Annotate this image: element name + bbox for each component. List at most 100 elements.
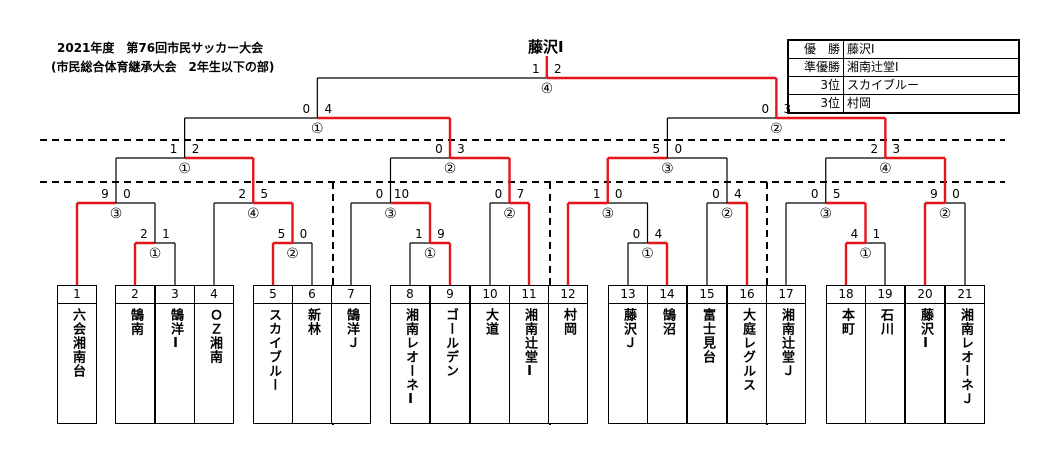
team-number: 4 <box>195 286 233 304</box>
score-right: 2 <box>192 142 200 156</box>
score-left: 0 <box>633 227 641 241</box>
team-number: 19 <box>866 286 904 304</box>
score-left: 0 <box>376 187 384 201</box>
match-number: ② <box>939 206 952 222</box>
score-right: 3 <box>893 142 901 156</box>
team-name: 大庭レグルス <box>740 308 755 392</box>
score-left: 9 <box>101 187 109 201</box>
score-left: 0 <box>712 187 720 201</box>
match-number: ② <box>721 206 734 222</box>
team-name: 藤沢Ｊ <box>621 308 636 350</box>
team-name: 鵠南 <box>128 308 143 336</box>
team-box: 5 スカイブルー <box>253 285 293 424</box>
team-number: 15 <box>688 286 726 304</box>
team-number: 7 <box>332 286 370 304</box>
team-number: 18 <box>827 286 865 304</box>
team-name: スカイブルー <box>266 308 281 392</box>
score-left: 5 <box>653 142 661 156</box>
team-name: 新林 <box>305 308 320 336</box>
score-left: 1 <box>170 142 178 156</box>
score-left: 0 <box>811 187 819 201</box>
match-number: ② <box>286 246 299 262</box>
match-number: ③ <box>661 161 674 177</box>
score-right: 5 <box>260 187 268 201</box>
score-right: 1 <box>162 227 170 241</box>
score-right: 3 <box>784 102 792 116</box>
team-number: 3 <box>156 286 194 304</box>
score-left: 9 <box>930 187 938 201</box>
match-number: ③ <box>110 206 123 222</box>
results-team: スカイブルー <box>843 76 1020 95</box>
team-number: 5 <box>254 286 292 304</box>
results-team: 村岡 <box>843 94 1020 114</box>
team-box: 3 鵠洋Ⅰ <box>155 285 195 424</box>
team-number: 21 <box>946 286 984 304</box>
score-left: 0 <box>495 187 503 201</box>
team-box: 16 大庭レグルス <box>727 285 767 424</box>
score-right: 4 <box>655 227 663 241</box>
match-number: ① <box>178 161 191 177</box>
score-right: 0 <box>300 227 308 241</box>
title-line-1: 2021年度 第76回市民サッカー大会 <box>57 41 264 55</box>
score-left: 1 <box>415 227 423 241</box>
match-number: ③ <box>384 206 397 222</box>
results-label: 3位 <box>787 94 844 114</box>
team-number: 10 <box>471 286 509 304</box>
results-table: 優 勝 藤沢Ⅰ 準優勝 湘南辻堂Ⅰ 3位 スカイブルー 3位 村岡 <box>787 39 1020 114</box>
team-number: 11 <box>510 286 548 304</box>
score-right: 7 <box>517 187 525 201</box>
team-number: 17 <box>767 286 805 304</box>
match-number: ④ <box>879 161 892 177</box>
match-number: ② <box>503 206 516 222</box>
team-name: 鵠沼 <box>660 308 675 336</box>
team-name: 六会湘南台 <box>70 308 85 378</box>
team-number: 12 <box>549 286 587 304</box>
score-left: 2 <box>238 187 246 201</box>
score-left: 4 <box>851 227 859 241</box>
match-number: ④ <box>247 206 260 222</box>
match-number: ③ <box>819 206 832 222</box>
team-name: 鵠洋Ⅰ <box>168 308 183 352</box>
match-number: ④ <box>541 81 554 97</box>
team-box: 14 鵠沼 <box>647 285 687 424</box>
team-number: 6 <box>293 286 331 304</box>
team-number: 13 <box>609 286 647 304</box>
score-left: 1 <box>593 187 601 201</box>
team-number: 8 <box>391 286 429 304</box>
team-name: ＯＺ湘南 <box>207 308 222 364</box>
team-number: 9 <box>431 286 469 304</box>
score-left: 0 <box>435 142 443 156</box>
match-number: ② <box>770 121 783 137</box>
team-name: 湘南辻堂Ｊ <box>779 308 794 378</box>
team-box: 13 藤沢Ｊ <box>608 285 648 424</box>
team-name: 本町 <box>839 308 854 336</box>
champion-top-label: 藤沢Ⅰ <box>528 38 564 56</box>
results-row-1: 優 勝 藤沢Ⅰ <box>787 39 1020 59</box>
results-label: 3位 <box>787 76 844 95</box>
team-number: 14 <box>648 286 686 304</box>
score-left: 5 <box>278 227 286 241</box>
score-right: 0 <box>123 187 131 201</box>
score-left: 1 <box>532 62 540 76</box>
team-box: 18 本町 <box>826 285 866 424</box>
score-right: 2 <box>554 62 562 76</box>
score-right: 4 <box>324 102 332 116</box>
score-right: 3 <box>457 142 465 156</box>
team-box: 17 湘南辻堂Ｊ <box>766 285 806 424</box>
score-left: 2 <box>140 227 148 241</box>
match-number: ① <box>424 246 437 262</box>
team-number: 16 <box>728 286 766 304</box>
team-name: 大道 <box>483 308 498 336</box>
match-number: ① <box>859 246 872 262</box>
score-right: 5 <box>833 187 841 201</box>
score-right: 4 <box>734 187 742 201</box>
